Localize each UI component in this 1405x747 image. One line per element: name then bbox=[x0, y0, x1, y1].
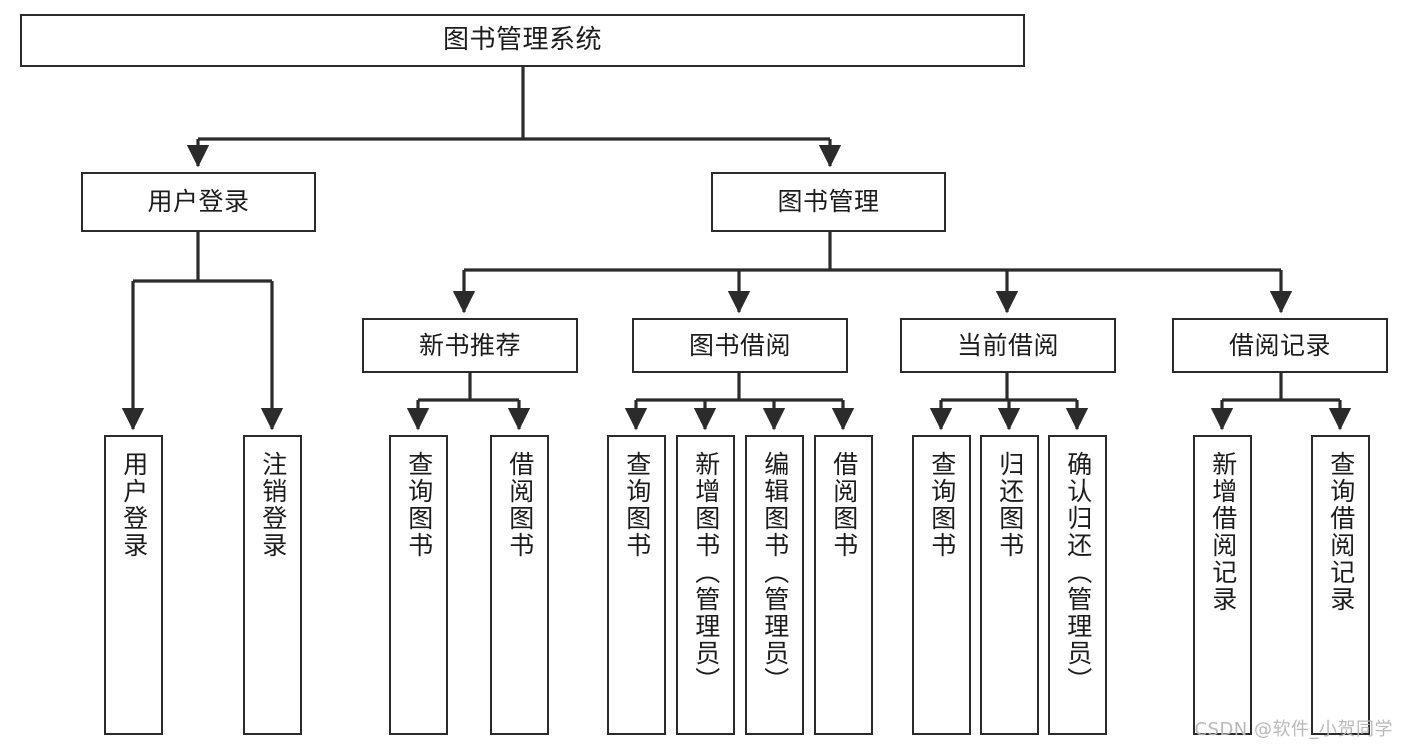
leaf-borrow-book-1[interactable]: 借阅图书 bbox=[490, 435, 549, 735]
leaf-query-book-3-label: 查询图书 bbox=[927, 451, 957, 559]
leaf-query-book-1-label: 查询图书 bbox=[404, 451, 434, 559]
node-user-login-label: 用户登录 bbox=[147, 187, 250, 217]
leaf-query-book-1[interactable]: 查询图书 bbox=[389, 435, 448, 735]
node-root-label: 图书管理系统 bbox=[442, 25, 602, 56]
leaf-query-record[interactable]: 查询借阅记录 bbox=[1311, 435, 1370, 735]
leaf-user-login-label: 用户登录 bbox=[119, 451, 149, 559]
node-root[interactable]: 图书管理系统 bbox=[20, 14, 1025, 67]
node-borrow-record[interactable]: 借阅记录 bbox=[1172, 318, 1388, 373]
leaf-add-record-label: 新增借阅记录 bbox=[1208, 451, 1238, 613]
leaf-borrow-book-1-label: 借阅图书 bbox=[505, 451, 535, 559]
leaf-return-book-label: 归还图书 bbox=[995, 451, 1025, 559]
node-book-manage[interactable]: 图书管理 bbox=[711, 172, 946, 232]
leaf-logout-label: 注销登录 bbox=[258, 451, 288, 559]
leaf-query-book-2-label: 查询图书 bbox=[622, 451, 652, 559]
watermark: CSDN @软件_小贺同学 bbox=[1194, 719, 1393, 740]
node-new-book-recommend[interactable]: 新书推荐 bbox=[362, 318, 578, 373]
node-user-login[interactable]: 用户登录 bbox=[81, 172, 316, 232]
node-borrow-record-label: 借阅记录 bbox=[1228, 330, 1331, 360]
leaf-confirm-return[interactable]: 确认归还（管理员） bbox=[1048, 435, 1107, 735]
leaf-user-login[interactable]: 用户登录 bbox=[104, 435, 163, 735]
leaf-query-record-label: 查询借阅记录 bbox=[1326, 451, 1356, 613]
leaf-add-book[interactable]: 新增图书（管理员） bbox=[676, 435, 735, 735]
node-book-borrow[interactable]: 图书借阅 bbox=[632, 318, 848, 373]
leaf-query-book-3[interactable]: 查询图书 bbox=[912, 435, 971, 735]
leaf-borrow-book-2[interactable]: 借阅图书 bbox=[814, 435, 873, 735]
leaf-return-book[interactable]: 归还图书 bbox=[980, 435, 1039, 735]
leaf-add-book-label: 新增图书（管理员） bbox=[691, 451, 721, 694]
node-book-manage-label: 图书管理 bbox=[777, 187, 880, 217]
leaf-edit-book[interactable]: 编辑图书（管理员） bbox=[745, 435, 804, 735]
node-new-book-recommend-label: 新书推荐 bbox=[418, 330, 521, 360]
leaf-confirm-return-label: 确认归还（管理员） bbox=[1063, 451, 1093, 694]
leaf-add-record[interactable]: 新增借阅记录 bbox=[1193, 435, 1252, 735]
leaf-edit-book-label: 编辑图书（管理员） bbox=[760, 451, 790, 694]
node-current-borrow[interactable]: 当前借阅 bbox=[900, 318, 1116, 373]
leaf-query-book-2[interactable]: 查询图书 bbox=[607, 435, 666, 735]
node-book-borrow-label: 图书借阅 bbox=[688, 330, 791, 360]
leaf-borrow-book-2-label: 借阅图书 bbox=[829, 451, 859, 559]
node-current-borrow-label: 当前借阅 bbox=[956, 330, 1059, 360]
leaf-logout[interactable]: 注销登录 bbox=[243, 435, 302, 735]
